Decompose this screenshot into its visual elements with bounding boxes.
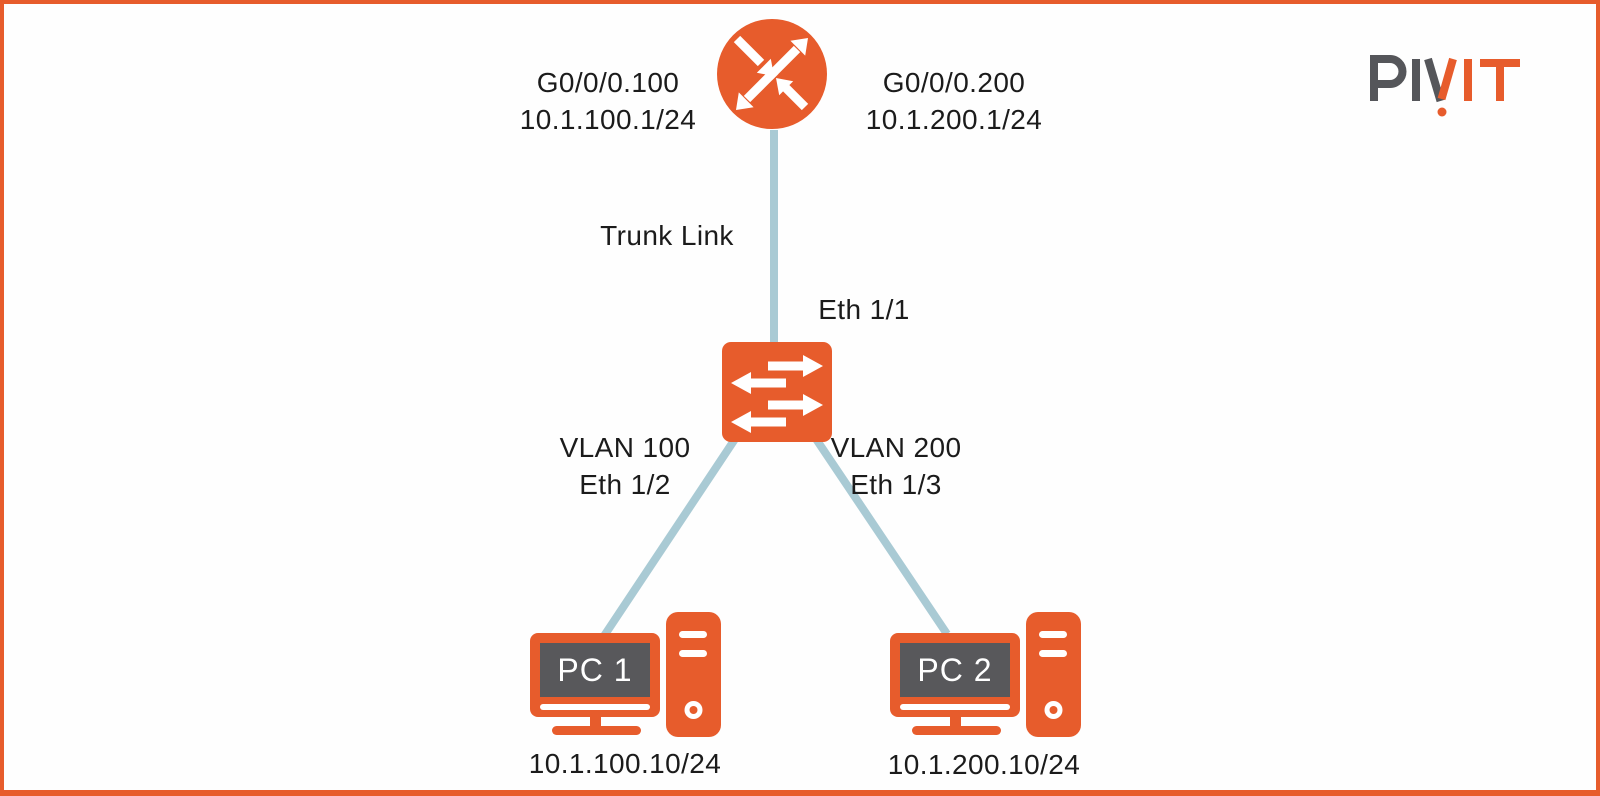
links-layer [600,130,951,639]
router-left-interface-ip: 10.1.100.1/24 [519,104,697,135]
left-access-label: VLAN 100 Eth 1/2 [560,429,691,503]
access-link-line-pc2 [806,427,951,637]
pc1-ip-label: 10.1.100.10/24 [528,748,722,779]
pc1-name-label: PC 1 [557,652,632,688]
pc1-icon: PC 1 [530,612,721,737]
router-left-interface-label: G0/0/0.100 10.1.100.1/24 [520,64,696,138]
left-access-vlan: VLAN 100 [559,432,691,463]
router-node [717,19,827,129]
right-access-vlan: VLAN 200 [830,432,962,463]
switch-uplink-port-label: Eth 1/1 [818,294,910,325]
switch-icon [722,342,832,442]
pc2-ip-label: 10.1.200.10/24 [887,749,1081,780]
pc2-node: PC 2 [881,604,1091,744]
right-access-label: VLAN 200 Eth 1/3 [831,429,962,503]
pc2-icon: PC 2 [890,612,1081,737]
pc1-node: PC 1 [521,604,731,744]
router-right-interface-ip: 10.1.200.1/24 [865,104,1043,135]
router-right-interface-name: G0/0/0.200 [882,67,1026,98]
access-link-line-pc1 [600,427,745,639]
pivit-logo-icon [1370,55,1520,117]
router-left-interface-name: G0/0/0.100 [536,67,680,98]
left-access-port: Eth 1/2 [579,469,671,500]
right-access-port: Eth 1/3 [850,469,942,500]
router-right-interface-label: G0/0/0.200 10.1.200.1/24 [866,64,1042,138]
switch-node [722,342,832,442]
pc2-name-label: PC 2 [917,652,992,688]
pivit-logo [1364,54,1534,120]
trunk-link-label: Trunk Link [600,220,734,251]
router-icon [717,19,827,129]
